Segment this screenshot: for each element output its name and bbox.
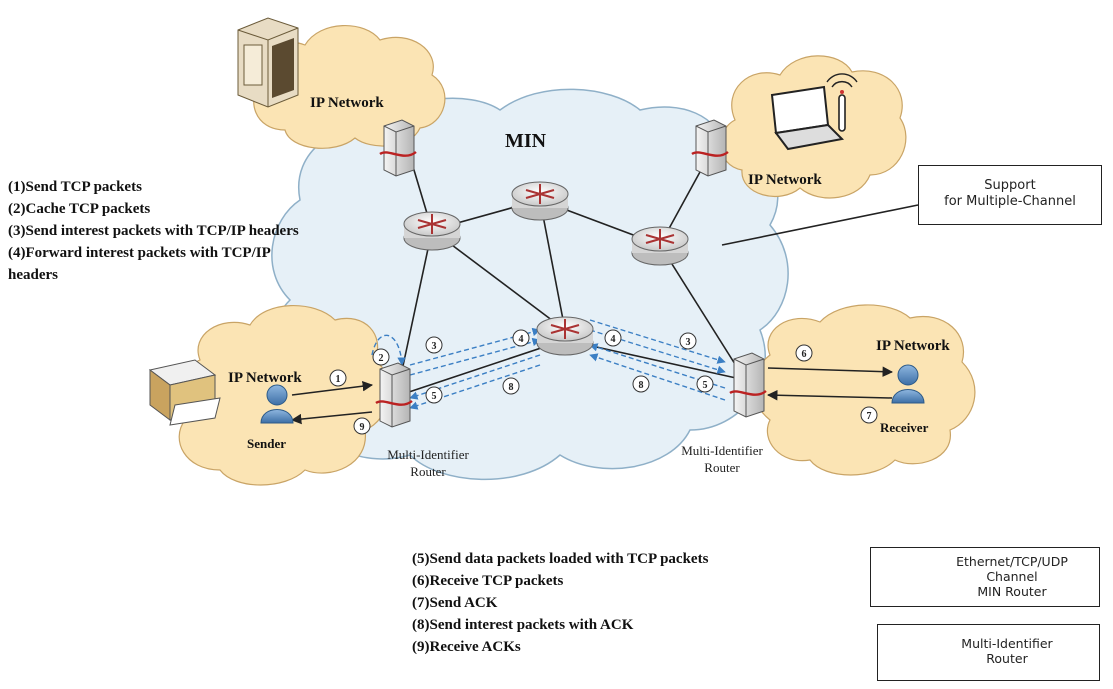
step-item: (1)Send TCP packets [8,179,142,195]
laptop-icon [770,85,845,151]
step-marker: 5 [703,380,708,391]
support-line: Support [984,178,1036,193]
step-marker: 5 [432,391,437,402]
step-marker-circles [329,329,878,435]
legend-mir-router: Multi-Identifier Router [877,624,1100,681]
ip-network-label: IP Network [310,95,384,111]
steps-list-top: (1)Send TCP packets (2)Cache TCP packets… [8,176,299,286]
step-item: (8)Send interest packets with ACK [412,617,634,633]
sender-label: Sender [247,436,286,451]
step-item: (2)Cache TCP packets [8,201,151,217]
receiver-label: Receiver [880,420,929,435]
printer-icon [148,359,221,426]
ip-cloud-top-left [253,25,446,149]
step-item: (5)Send data packets loaded with TCP pac… [412,551,709,567]
step-marker: 8 [509,382,514,393]
step-marker: 4 [519,334,524,345]
step-marker: 7 [867,411,872,422]
host-arrows [290,366,894,425]
legend-line: Ethernet/TCP/UDP [956,554,1068,569]
legend-line: Router [986,651,1028,666]
step-item: (4)Forward interest packets with TCP/IP [8,245,271,261]
antenna-icon [826,73,858,132]
step-item: (7)Send ACK [412,595,498,611]
legend-line: MIN Router [977,584,1047,599]
user-icon [260,384,294,424]
ip-network-label: IP Network [228,370,302,386]
router-caption: Router [410,464,446,479]
user-icon [891,364,925,404]
step-marker: 3 [686,337,691,348]
min-router [511,181,569,221]
step-marker: 3 [432,341,437,352]
router-caption: Multi-Identifier [387,447,469,462]
support-multiple-channel-box: Support for Multiple-Channel [918,165,1102,225]
multi-identifier-router-icon [379,119,417,177]
legend-line: Multi-Identifier [961,636,1053,651]
step-item: (9)Receive ACKs [412,639,521,655]
router-caption: Router [704,460,740,475]
legend-min-router: Ethernet/TCP/UDP Channel MIN Router [870,547,1100,607]
step-item: (3)Send interest packets with TCP/IP hea… [8,223,299,239]
step-marker: 2 [379,353,384,364]
support-line: for Multiple-Channel [944,194,1076,209]
ip-network-label: IP Network [748,172,822,188]
step-marker: 1 [336,374,341,385]
ip-cloud-right [752,304,976,476]
min-label: MIN [505,130,547,152]
ip-network-label: IP Network [876,338,950,354]
step-marker: 4 [611,334,616,345]
multi-identifier-router-icon [691,119,729,177]
step-marker: 8 [639,380,644,391]
min-router [403,211,461,251]
min-router [631,226,689,266]
router-caption: Multi-Identifier [681,443,763,458]
step-item: headers [8,267,58,283]
step-marker: 9 [360,422,365,433]
multi-identifier-router-icon [729,352,767,418]
legend-line: Channel [986,569,1038,584]
multi-identifier-router-icon [375,362,413,428]
steps-list-bottom: (5)Send data packets loaded with TCP pac… [412,548,708,658]
server-icon [237,17,299,108]
min-router [536,316,594,356]
step-item: (6)Receive TCP packets [412,573,564,589]
step-marker: 6 [802,349,807,360]
